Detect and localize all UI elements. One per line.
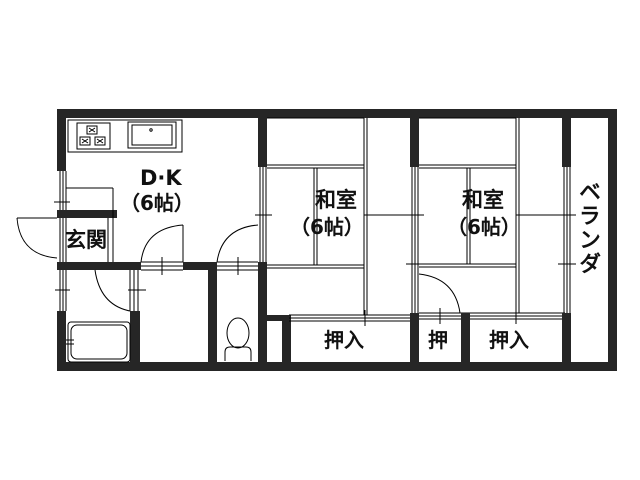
door-swing-2 xyxy=(216,224,259,263)
washitsu2-name: 和室 xyxy=(462,188,504,212)
wall-right xyxy=(608,109,617,371)
wall-top xyxy=(57,109,617,118)
closet-door-swing xyxy=(418,273,461,314)
toilet-icon xyxy=(224,317,252,361)
washitsu1-size: （6帖） xyxy=(290,215,364,239)
closet1-label: 押入 xyxy=(324,328,364,352)
veranda-label: ベランダ xyxy=(575,180,600,276)
wall-left-bottom xyxy=(57,311,66,371)
washitsu1-name: 和室 xyxy=(315,188,357,212)
door-swing-1 xyxy=(140,224,184,263)
sink-icon xyxy=(127,121,177,149)
closet3-label: 押入 xyxy=(489,328,529,352)
dk-room-name: D·K xyxy=(140,166,182,190)
wall-left-top xyxy=(57,109,66,171)
stove-icon xyxy=(76,122,111,150)
entrance-door-swing xyxy=(16,217,58,259)
washitsu2-size: （6帖） xyxy=(447,215,521,239)
wall-bottom xyxy=(57,362,617,371)
bathtub-icon xyxy=(66,321,131,363)
dk-room-size: （6帖） xyxy=(120,191,194,215)
genkan-label: 玄関 xyxy=(65,228,107,252)
bath-door-swing xyxy=(94,269,131,312)
genkan-wall xyxy=(57,210,117,218)
kitchen-counter xyxy=(67,119,183,153)
closet2-label: 押 xyxy=(428,328,448,352)
